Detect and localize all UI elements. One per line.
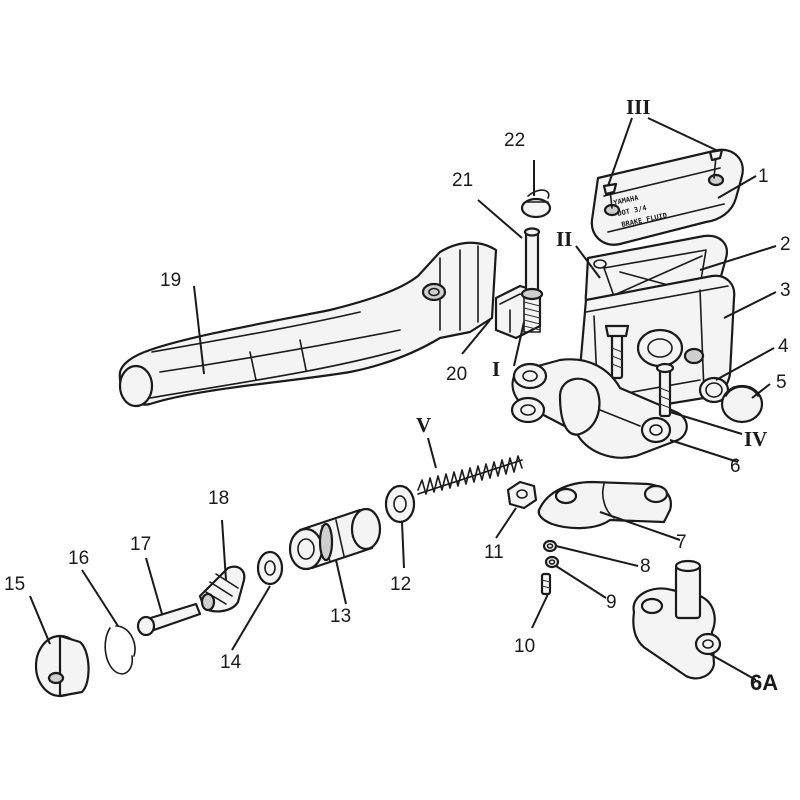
leader-lines bbox=[29, 117, 777, 681]
callout-15: 15 bbox=[4, 574, 25, 595]
callout-17: 17 bbox=[130, 534, 151, 555]
roman-numeral-labels: I II III IV V bbox=[416, 95, 767, 451]
part-10-screw bbox=[540, 572, 552, 596]
part-15-dust-cover bbox=[34, 634, 90, 698]
part-5-plug bbox=[720, 384, 764, 424]
part-4-o-ring bbox=[698, 376, 730, 404]
callout-9: 9 bbox=[606, 592, 617, 613]
part-1-reservoir-cap: YAMAHA DOT 3/4 BRAKE FLUID bbox=[590, 148, 744, 246]
part-12-washer bbox=[384, 484, 416, 524]
label-roman-ii: II bbox=[556, 227, 572, 251]
part-18-boot bbox=[198, 565, 246, 613]
label-roman-i: I bbox=[492, 357, 500, 381]
callout-16: 16 bbox=[68, 548, 89, 569]
callout-6: 6 bbox=[730, 456, 741, 477]
callout-1: 1 bbox=[758, 166, 769, 187]
part-14-seal bbox=[256, 550, 284, 586]
part-17-push-rod bbox=[136, 602, 202, 637]
callout-11: 11 bbox=[484, 542, 504, 563]
part-6-clamp-body bbox=[510, 358, 688, 459]
part-v-spring bbox=[417, 455, 523, 495]
callout-7: 7 bbox=[676, 532, 687, 553]
callout-6a: 6A bbox=[750, 670, 778, 695]
part-22-pivot-nut bbox=[520, 189, 552, 219]
callout-5: 5 bbox=[776, 372, 787, 393]
cap-screws bbox=[602, 148, 724, 209]
callout-18: 18 bbox=[208, 488, 229, 509]
label-roman-iii: III bbox=[626, 95, 651, 119]
part-11-nut bbox=[506, 480, 538, 510]
part-3-master-cylinder-body bbox=[576, 274, 736, 416]
clamp-bolt-left bbox=[655, 362, 675, 418]
part-6a-alt-clamp bbox=[632, 559, 722, 680]
callout-numbers: 1 2 3 4 5 6 6A 7 8 9 10 11 12 13 14 15 1… bbox=[4, 130, 791, 695]
callout-22: 22 bbox=[504, 130, 525, 151]
part-16-circlip bbox=[104, 625, 136, 675]
callout-19: 19 bbox=[160, 270, 181, 291]
body-bolt bbox=[604, 324, 630, 380]
callout-21: 21 bbox=[452, 170, 473, 191]
part-19-brake-lever bbox=[118, 241, 498, 408]
label-roman-iv: IV bbox=[744, 427, 767, 451]
callout-12: 12 bbox=[390, 574, 411, 595]
callout-10: 10 bbox=[514, 636, 535, 657]
part-7-clamp bbox=[537, 480, 672, 530]
part-13-piston bbox=[288, 507, 382, 571]
callout-4: 4 bbox=[778, 336, 789, 357]
label-roman-v: V bbox=[416, 413, 431, 437]
callout-14: 14 bbox=[220, 652, 242, 673]
part-21-pivot-bolt bbox=[520, 227, 544, 333]
callout-3: 3 bbox=[780, 280, 791, 301]
part-9-washer bbox=[544, 555, 560, 569]
callout-2: 2 bbox=[780, 234, 791, 255]
callout-8: 8 bbox=[640, 556, 651, 577]
callout-13: 13 bbox=[330, 606, 351, 627]
part-8-washer bbox=[542, 539, 558, 553]
callout-20: 20 bbox=[446, 364, 467, 385]
